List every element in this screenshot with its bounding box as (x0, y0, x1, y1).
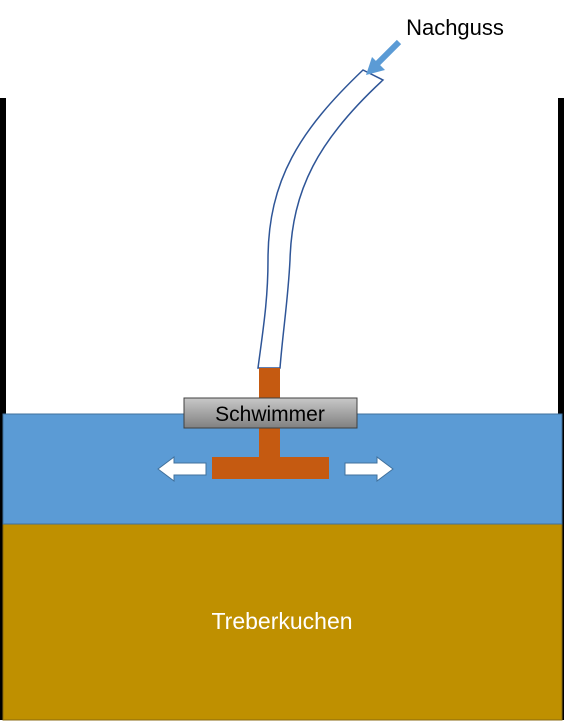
float-box (183, 397, 358, 429)
sparge-hose (257, 69, 385, 369)
arrow-right-icon (344, 456, 394, 482)
tun-wall-right (558, 98, 564, 720)
arrow-left-icon (157, 456, 207, 482)
float-label: Schwimmer (215, 403, 325, 426)
grain-cake-label: Treberkuchen (211, 608, 352, 634)
float-pipe-upper (259, 368, 280, 398)
tun-wall-left (0, 98, 6, 720)
float-pipe-lower (259, 428, 280, 458)
inflow-label: Nachguss (406, 15, 504, 40)
distributor-bar (212, 457, 329, 479)
grain-cake-layer (2, 523, 563, 721)
arrow-down-left-icon (366, 39, 402, 75)
